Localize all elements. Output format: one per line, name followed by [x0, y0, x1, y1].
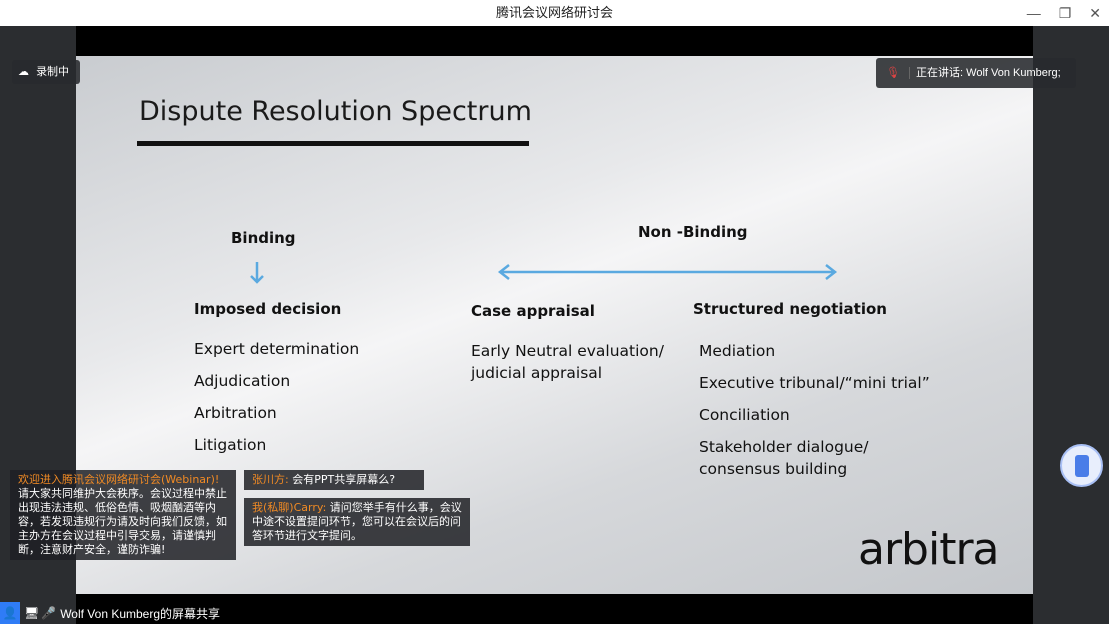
chat-message: 我(私聊)Carry: 请问您举手有什么事，会议中途不设置提问环节，您可以在会议…: [244, 498, 470, 546]
close-button[interactable]: ✕: [1089, 5, 1101, 21]
title-underline: [137, 141, 529, 146]
imposed-heading: Imposed decision: [194, 300, 342, 318]
list-item: Litigation: [194, 436, 267, 454]
title-bar: 腾讯会议网络研讨会 — ❐ ✕: [0, 0, 1109, 26]
slide-title: Dispute Resolution Spectrum: [139, 96, 532, 127]
case-appraisal-heading: Case appraisal: [471, 302, 595, 320]
window-title: 腾讯会议网络研讨会: [495, 5, 613, 20]
list-item: Executive tribunal/“mini trial”: [699, 374, 930, 392]
chat-sender: 欢迎进入腾讯会议网络研讨会(Webinar)!: [18, 473, 220, 486]
chat-text: 会有PPT共享屏幕么?: [292, 473, 396, 486]
speaking-label: 正在讲话: Wolf Von Kumberg;: [916, 67, 1061, 79]
chat-sender: 我(私聊)Carry:: [252, 501, 327, 514]
participants-icon[interactable]: 👤: [0, 602, 20, 624]
shared-screen: Dispute Resolution Spectrum Binding Non …: [76, 26, 1033, 624]
screen-share-icon[interactable]: 🖥: [24, 606, 40, 620]
list-item: Stakeholder dialogue/: [699, 438, 869, 456]
chat-message: 欢迎进入腾讯会议网络研讨会(Webinar)! 请大家共同维护大会秩序。会议过程…: [10, 470, 236, 560]
down-arrow-icon: [250, 262, 264, 284]
recording-label: 录制中: [36, 66, 70, 78]
usb-icon: [1074, 454, 1089, 477]
minimize-button[interactable]: —: [1026, 5, 1041, 21]
recording-indicator[interactable]: ☁ 录制中: [12, 60, 80, 84]
double-arrow-icon: [497, 264, 838, 280]
non-binding-label: Non -Binding: [638, 223, 748, 241]
chat-message: 张川方: 会有PPT共享屏幕么?: [244, 470, 424, 490]
usb-float-button[interactable]: [1060, 444, 1103, 487]
share-label: Wolf Von Kumberg的屏幕共享: [60, 606, 221, 621]
arbitra-logo: arbitra: [858, 524, 1000, 575]
list-item: Adjudication: [194, 372, 291, 390]
binding-label: Binding: [231, 229, 296, 247]
mic-icon[interactable]: 🎤: [41, 606, 57, 620]
list-item: Mediation: [699, 342, 776, 360]
chat-sender: 张川方:: [252, 473, 289, 486]
list-item: Arbitration: [194, 404, 277, 422]
chat-text: 请问您举手有什么事，会议中途不设置提问环节，您可以在会议后的问答环节进行文字提问…: [252, 501, 462, 542]
list-item: Conciliation: [699, 406, 790, 424]
list-item: judicial appraisal: [471, 364, 603, 382]
chat-text: 请大家共同维护大会秩序。会议过程中禁止出现违法违规、低俗色情、吸烟酗酒等内容，若…: [18, 487, 227, 556]
cloud-record-icon: ☁: [18, 66, 29, 78]
list-item: Expert determination: [194, 340, 360, 358]
speaking-indicator: 🎙 正在讲话: Wolf Von Kumberg;: [876, 58, 1076, 88]
list-item: consensus building: [699, 460, 848, 478]
list-item: Early Neutral evaluation/: [471, 342, 664, 360]
structured-heading: Structured negotiation: [693, 300, 887, 318]
status-bar: 👤 🖥 🎤 Wolf Von Kumberg的屏幕共享: [0, 602, 220, 624]
maximize-button[interactable]: ❐: [1058, 5, 1072, 21]
mic-muted-icon: 🎙: [886, 67, 900, 79]
